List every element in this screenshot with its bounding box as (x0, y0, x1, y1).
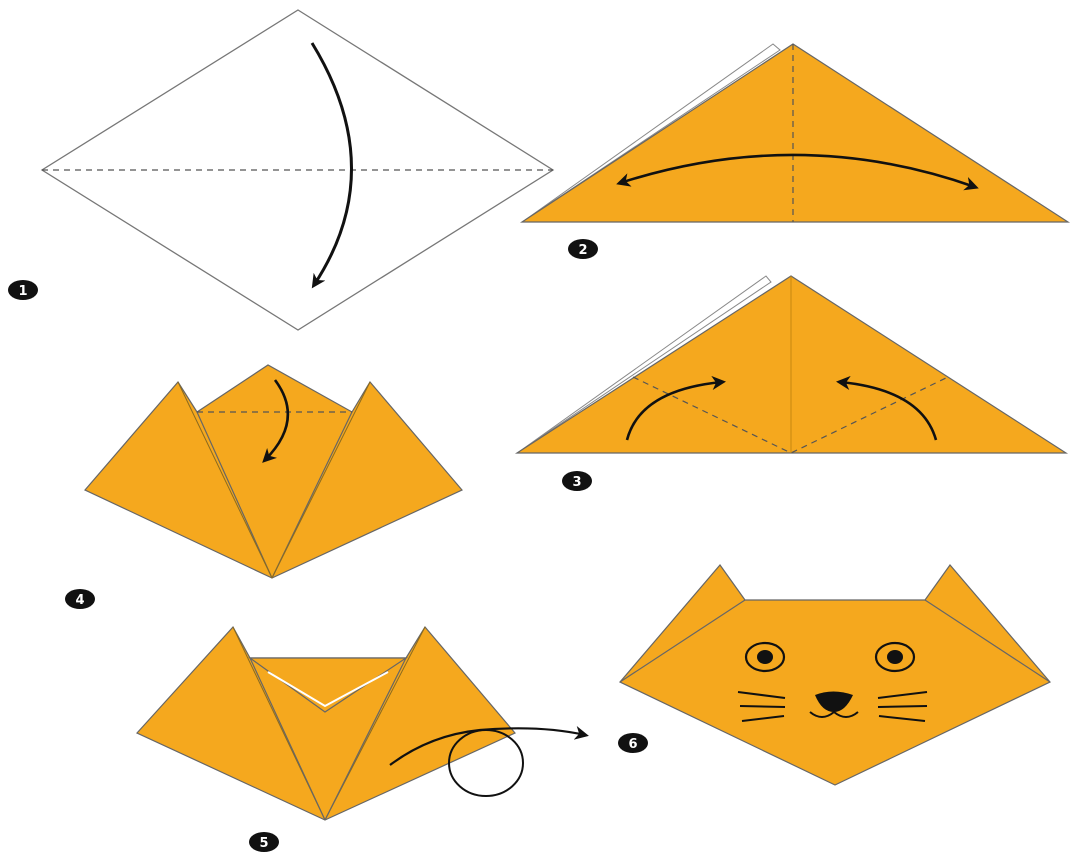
paper-body (85, 365, 462, 578)
paper-triangle (522, 44, 1068, 222)
step-5-badge: 5 (249, 832, 279, 852)
step-3-number: 3 (572, 475, 581, 490)
step-3-badge: 3 (562, 471, 592, 491)
cat-head (620, 565, 1050, 785)
step-4-number: 4 (75, 593, 84, 608)
right-eye (876, 643, 914, 671)
step-6-badge: 6 (618, 733, 648, 753)
step-1-number: 1 (18, 284, 27, 299)
step-1-badge: 1 (8, 280, 38, 300)
step-2-number: 2 (578, 243, 587, 258)
step-6-diagram (620, 565, 1050, 785)
step-2-badge: 2 (568, 239, 598, 259)
paper-body (137, 627, 515, 820)
step-4-diagram (85, 365, 462, 578)
step-3-diagram (517, 276, 1066, 453)
left-eye (746, 643, 784, 671)
step-5-diagram (137, 627, 585, 820)
step-6-number: 6 (628, 737, 637, 752)
step-5-number: 5 (259, 836, 268, 851)
step-1-diagram (42, 10, 553, 330)
step-4-badge: 4 (65, 589, 95, 609)
step-2-diagram (522, 44, 1068, 222)
